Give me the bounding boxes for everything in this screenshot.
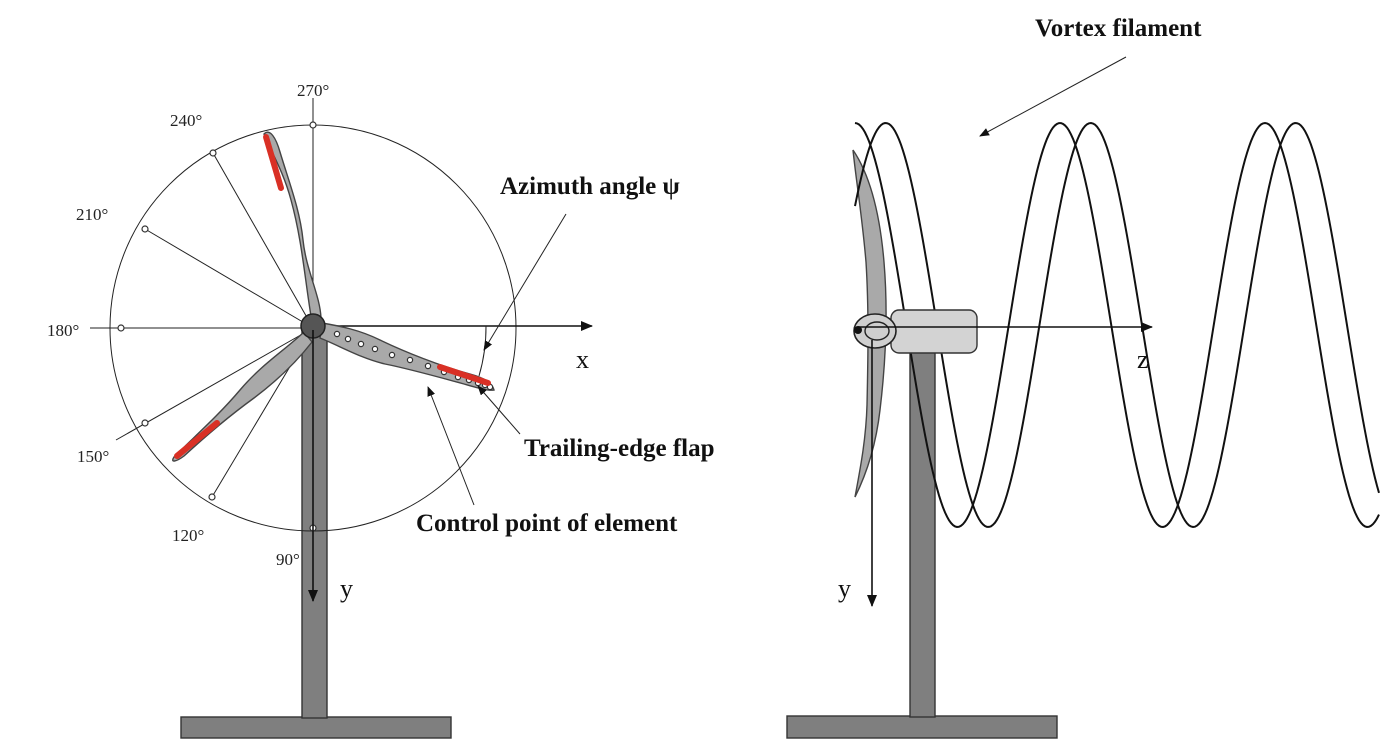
angle-label-180: 180° (47, 321, 79, 340)
vortex-filament-arrow (979, 56, 1127, 137)
azimuth-markers (117, 121, 317, 532)
hub-center-dot (854, 326, 862, 334)
front-view: 270° 240° 210° 180° 150° 120° 90° x (47, 81, 715, 739)
nacelle (890, 309, 978, 354)
angle-label-150: 150° (77, 447, 109, 466)
vortex-helix-a (854, 121, 1380, 529)
z-axis-label: z (1137, 345, 1149, 374)
side-view: z y Vortex filament (786, 15, 1380, 739)
angle-label-240: 240° (170, 111, 202, 130)
rotor-blades (172, 131, 495, 462)
trailing-edge-flaps (174, 134, 491, 459)
angle-label-270: 270° (297, 81, 329, 100)
control-point-label: Control point of element (416, 510, 678, 537)
azimuth-angle-arrow (483, 213, 567, 351)
angle-label-210: 210° (76, 205, 108, 224)
flap-upper (263, 134, 284, 191)
x-axis-label: x (576, 345, 589, 374)
front-tower (301, 329, 328, 719)
front-y-axis-label: y (340, 574, 353, 603)
control-point-arrow (427, 386, 475, 506)
side-tower (909, 349, 936, 718)
azimuth-arc (478, 325, 487, 377)
front-base (180, 716, 452, 739)
vortex-helix-b (854, 121, 1380, 529)
angle-label-90: 90° (276, 550, 300, 569)
trailing-edge-flap-label: Trailing-edge flap (524, 435, 715, 462)
side-y-axis-label: y (838, 574, 851, 603)
trailing-edge-flap-arrow (477, 385, 521, 435)
side-hub (853, 313, 897, 349)
azimuth-angle-label: Azimuth angle ψ (500, 173, 680, 200)
flap-right (437, 364, 491, 386)
blade-upper (263, 131, 322, 319)
side-base (786, 715, 1058, 739)
side-hub-inner (864, 321, 890, 341)
vortex-filament-label: Vortex filament (1035, 15, 1202, 42)
angle-label-120: 120° (172, 526, 204, 545)
flap-lower-left (174, 420, 220, 459)
